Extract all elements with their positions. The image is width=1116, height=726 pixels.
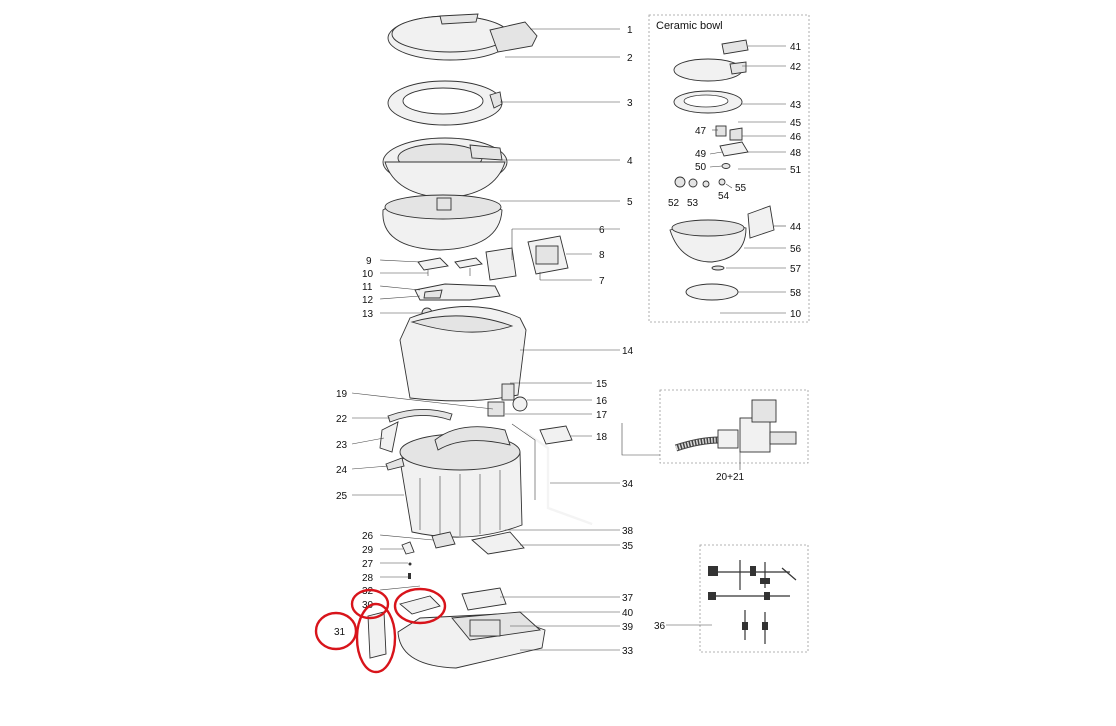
label-31: 31 — [334, 627, 346, 638]
label-51: 51 — [790, 165, 802, 176]
label-4: 4 — [627, 156, 633, 167]
inset-cables-frame — [699, 544, 809, 653]
label-22: 22 — [336, 414, 348, 425]
label-16: 16 — [596, 396, 608, 407]
label-29: 29 — [362, 545, 374, 556]
label-46: 46 — [790, 132, 802, 143]
label-57: 57 — [790, 264, 802, 275]
label-1: 1 — [627, 25, 633, 36]
label-6: 6 — [599, 225, 605, 236]
part-labels: Ceramic bowl 1 2 3 4 5 6 7 8 9 10 11 12 … — [334, 20, 802, 657]
part-seat-ring — [387, 80, 503, 126]
part-side-cap — [379, 421, 399, 453]
part-housing — [399, 306, 527, 402]
part-30 — [399, 595, 441, 615]
label-17: 17 — [596, 410, 608, 421]
part-pipe — [511, 423, 593, 526]
label-11: 11 — [362, 282, 373, 293]
part-valve — [527, 235, 569, 275]
label-53: 53 — [687, 198, 699, 209]
label-10-ceramic: 10 — [790, 309, 802, 320]
label-33: 33 — [622, 646, 634, 657]
label-49: 49 — [695, 149, 707, 160]
label-52: 52 — [668, 198, 680, 209]
label-45: 45 — [790, 118, 802, 129]
label-38: 38 — [622, 526, 634, 537]
label-34: 34 — [622, 479, 634, 490]
inset-ceramic-bowl-frame — [648, 14, 810, 323]
part-tank — [385, 426, 523, 538]
label-48: 48 — [790, 148, 802, 159]
label-50: 50 — [695, 162, 707, 173]
label-20-21: 20+21 — [716, 472, 745, 483]
label-54: 54 — [718, 191, 730, 202]
part-small-plate — [401, 541, 415, 555]
highlight-circle-31 — [314, 611, 358, 651]
label-12: 12 — [362, 295, 374, 306]
highlight-circle-30 — [350, 588, 390, 620]
label-30: 30 — [362, 600, 374, 611]
label-5: 5 — [627, 197, 633, 208]
label-27: 27 — [362, 559, 374, 570]
part-spacer — [431, 531, 456, 549]
label-3: 3 — [627, 98, 633, 109]
leader-lines — [351, 28, 741, 651]
label-56: 56 — [790, 244, 802, 255]
label-24: 24 — [336, 465, 348, 476]
inset-leader-lines — [709, 45, 786, 314]
part-bowl-lower — [382, 194, 503, 251]
inset-title: Ceramic bowl — [656, 20, 723, 32]
part-latch — [539, 425, 573, 445]
part-cover — [461, 587, 507, 611]
label-19: 19 — [336, 389, 348, 400]
label-15: 15 — [596, 379, 608, 390]
ceramic-parts — [669, 39, 775, 301]
label-36: 36 — [654, 621, 666, 632]
part-bowl-top — [382, 137, 508, 199]
label-35: 35 — [622, 541, 634, 552]
part-bracket — [414, 283, 501, 301]
part-clip — [454, 257, 483, 269]
label-2: 2 — [627, 53, 633, 64]
inset-hose-frame — [659, 389, 809, 464]
part-lid — [387, 13, 538, 61]
highlight-circle-30-part — [393, 587, 447, 625]
part-31 — [367, 611, 387, 659]
part-hose — [674, 399, 797, 453]
label-25: 25 — [336, 491, 348, 502]
label-18: 18 — [596, 432, 608, 443]
label-26: 26 — [362, 531, 374, 542]
part-pump — [487, 383, 528, 417]
label-58: 58 — [790, 288, 802, 299]
part-gasket — [485, 247, 517, 281]
label-47: 47 — [695, 126, 707, 137]
highlight-circle-31-part — [355, 602, 397, 674]
label-13: 13 — [362, 309, 374, 320]
label-32: 32 — [362, 586, 374, 597]
label-7: 7 — [599, 276, 605, 287]
label-39: 39 — [622, 622, 634, 633]
label-9: 9 — [366, 256, 372, 267]
part-seal-plate — [471, 531, 525, 555]
label-44: 44 — [790, 222, 802, 233]
label-37: 37 — [622, 593, 634, 604]
label-8: 8 — [599, 250, 605, 261]
label-41: 41 — [790, 42, 802, 53]
label-55: 55 — [735, 183, 747, 194]
label-14: 14 — [622, 346, 634, 357]
highlight-circles — [314, 587, 447, 674]
label-23: 23 — [336, 440, 348, 451]
label-28: 28 — [362, 573, 374, 584]
label-42: 42 — [790, 62, 802, 73]
label-43: 43 — [790, 100, 802, 111]
part-base — [397, 611, 546, 669]
label-40: 40 — [622, 608, 634, 619]
label-10: 10 — [362, 269, 374, 280]
part-clip — [417, 257, 449, 271]
part-ring-segment — [387, 409, 453, 423]
